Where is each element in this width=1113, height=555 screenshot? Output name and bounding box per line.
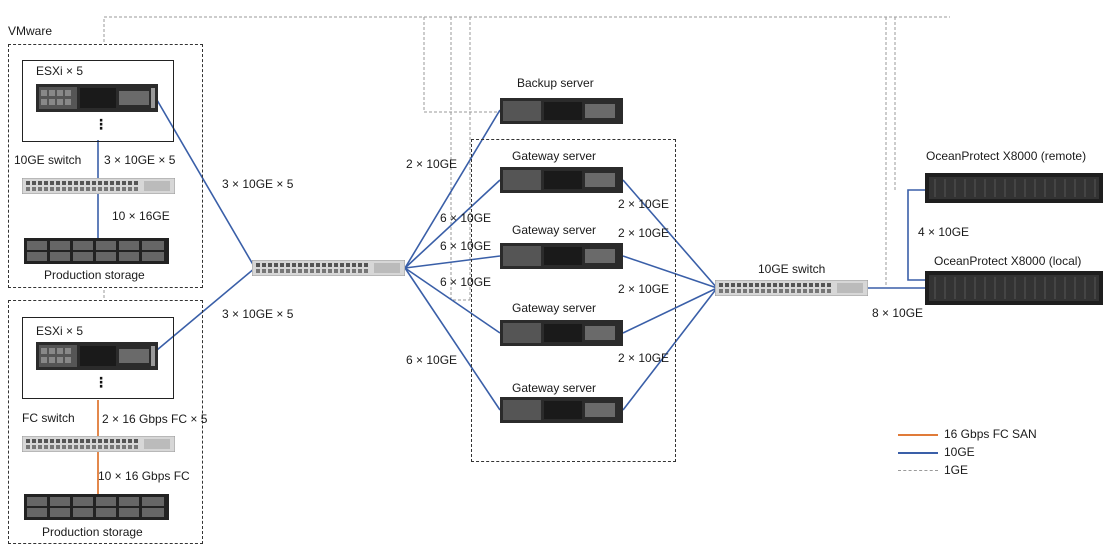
- ten-ge-links: [97, 99, 925, 411]
- core-switch-icon: [252, 260, 405, 276]
- link-core-backup: [404, 109, 501, 269]
- bottom-more-dots: ⋮: [94, 374, 108, 390]
- link-label-core-gw1: 6 × 10GE: [440, 211, 492, 225]
- link-label-remote-local: 4 × 10GE: [918, 225, 970, 239]
- bottom-cluster-box: [8, 300, 203, 544]
- legend-1ge-label: 1GE: [944, 463, 969, 477]
- top-esxi-box: [22, 60, 174, 142]
- legend-10ge-label: 10GE: [944, 445, 975, 459]
- link-gw1-switch: [622, 179, 718, 289]
- right-switch-label: 10GE switch: [758, 262, 826, 276]
- top-link-switch-storage: 10 × 16GE: [112, 209, 170, 223]
- bottom-switch-label: FC switch: [22, 411, 75, 425]
- link-core-gw3: [404, 267, 501, 334]
- gateway-group-box: [471, 139, 676, 462]
- legend-1ge-line: [898, 470, 938, 471]
- link-label-gw4-switch: 2 × 10GE: [618, 351, 670, 365]
- one-ge-trunk: [103, 16, 950, 42]
- link-label-gw3-switch: 2 × 10GE: [618, 282, 670, 296]
- link-label-gw1-switch: 2 × 10GE: [618, 197, 670, 211]
- top-storage-label: Production storage: [44, 268, 145, 282]
- ocean-local-icon: [925, 271, 1103, 305]
- gateway-label-3: Gateway server: [512, 301, 597, 315]
- top-10ge-switch-icon: [22, 178, 175, 194]
- ocean-remote-icon: [925, 173, 1103, 203]
- fc-switch-icon: [22, 436, 175, 452]
- one-ge-backup: [423, 17, 500, 113]
- link-gw3-switch: [622, 287, 718, 334]
- gateway-label-1: Gateway server: [512, 149, 597, 163]
- top-link-esxi-switch: 3 × 10GE × 5: [104, 153, 176, 167]
- gateway-server-icon-4: [500, 397, 623, 423]
- link-core-gw1: [404, 179, 501, 269]
- gateway-server-icon-1: [500, 167, 623, 193]
- link-label-core-gw2: 6 × 10GE: [440, 239, 492, 253]
- backup-server-icon: [500, 98, 623, 124]
- gateway-label-2: Gateway server: [512, 223, 597, 237]
- gateway-label-4: Gateway server: [512, 381, 597, 395]
- link-gw2-switch: [622, 255, 718, 289]
- ocean-local-label: OceanProtect X8000 (local): [934, 254, 1082, 268]
- link-label-core-backup: 2 × 10GE: [406, 157, 458, 171]
- top-more-dots: ⋮: [94, 116, 108, 132]
- link-label-switch-storage: 8 × 10GE: [872, 306, 924, 320]
- bottom-link-switch-storage: 10 × 16 Gbps FC: [98, 469, 190, 483]
- link-gw4-switch: [622, 287, 718, 411]
- top-esxi-label: ESXi × 5: [36, 64, 84, 78]
- legend-10ge-line: [898, 452, 938, 454]
- gateway-server-icon-2: [500, 243, 623, 269]
- link-core-gw2: [404, 255, 501, 269]
- link-label-core-gw3: 6 × 10GE: [440, 275, 492, 289]
- link-core-gw4: [404, 267, 501, 411]
- top-storage-icon: [24, 238, 169, 264]
- top-esxi-server-icon: [36, 84, 158, 112]
- link-label-gw2-switch: 2 × 10GE: [618, 226, 670, 240]
- bottom-storage-icon: [24, 494, 169, 520]
- bottom-esxi-label: ESXi × 5: [36, 324, 84, 338]
- top-cluster-box: [8, 44, 203, 288]
- bottom-esxi-box: [22, 317, 174, 399]
- bottom-link-esxi-switch: 2 × 16 Gbps FC × 5: [102, 412, 208, 426]
- right-10ge-switch-icon: [715, 280, 868, 296]
- bottom-esxi-server-icon: [36, 342, 158, 370]
- link-label-core-gw4: 6 × 10GE: [406, 353, 458, 367]
- link-label-top-esxi-core: 3 × 10GE × 5: [222, 177, 294, 191]
- top-switch-label: 10GE switch: [14, 153, 82, 167]
- link-remote-local: [907, 189, 925, 281]
- ocean-remote-label: OceanProtect X8000 (remote): [926, 149, 1087, 163]
- gateway-server-icon-3: [500, 320, 623, 346]
- link-label-bottom-esxi-core: 3 × 10GE × 5: [222, 307, 294, 321]
- bottom-storage-label: Production storage: [42, 525, 143, 539]
- legend-fc-label: 16 Gbps FC SAN: [944, 427, 1037, 441]
- vmware-label: VMware: [8, 24, 53, 38]
- backup-server-label: Backup server: [517, 76, 594, 90]
- legend-fc-line: [898, 434, 938, 436]
